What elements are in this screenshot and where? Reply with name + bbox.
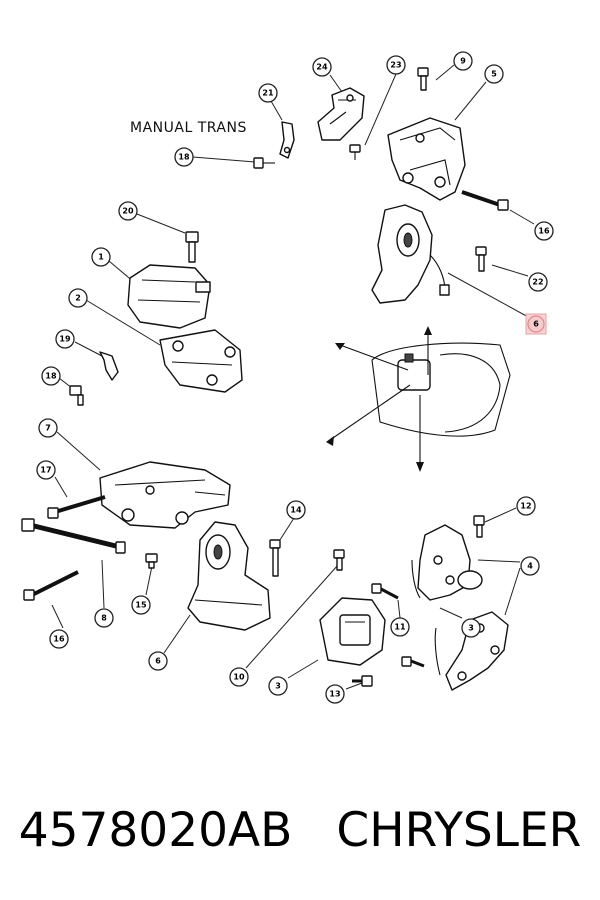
svg-text:16: 16 xyxy=(538,227,550,236)
callout-6-highlighted: 6 xyxy=(525,313,547,335)
svg-text:20: 20 xyxy=(122,207,134,216)
callout-23: 23 xyxy=(386,55,406,75)
svg-text:3: 3 xyxy=(275,682,281,691)
bracket-4-upper xyxy=(411,524,483,601)
bolt-15 xyxy=(145,553,158,569)
callout-24: 24 xyxy=(312,57,332,77)
bracket-7 xyxy=(99,461,231,529)
callout-19: 19 xyxy=(55,329,75,349)
brand-name: CHRYSLER xyxy=(336,802,582,858)
svg-text:18: 18 xyxy=(45,372,57,381)
callout-18-upper: 18 xyxy=(174,147,194,167)
bracket-2 xyxy=(159,329,243,393)
callout-1: 1 xyxy=(91,247,111,267)
callout-16-lower: 16 xyxy=(49,629,69,649)
bolt-22 xyxy=(475,246,487,272)
callout-20: 20 xyxy=(118,201,138,221)
bolt-9 xyxy=(417,67,429,91)
svg-text:21: 21 xyxy=(262,89,274,98)
clip-19 xyxy=(99,351,119,381)
callout-7: 7 xyxy=(38,418,58,438)
clip-21 xyxy=(279,121,295,159)
callout-17: 17 xyxy=(36,460,56,480)
bracket-4-lower xyxy=(434,611,509,691)
svg-text:1: 1 xyxy=(98,253,104,262)
mount-1 xyxy=(127,264,211,329)
callout-16-upper: 16 xyxy=(534,221,554,241)
engine-outline xyxy=(326,326,511,472)
callout-13: 13 xyxy=(325,684,345,704)
svg-text:4: 4 xyxy=(527,562,533,571)
bracket-24 xyxy=(317,87,365,141)
mount-3-lower xyxy=(319,597,386,666)
svg-text:15: 15 xyxy=(135,601,147,610)
callout-6-lower: 6 xyxy=(148,651,168,671)
bolt-16-upper xyxy=(461,190,509,211)
callout-14: 14 xyxy=(286,500,306,520)
callout-2: 2 xyxy=(68,288,88,308)
bolt-8 xyxy=(21,518,126,554)
bolt-16-lower xyxy=(23,570,79,601)
svg-text:18: 18 xyxy=(178,153,190,162)
svg-text:6: 6 xyxy=(533,320,539,329)
callout-5: 5 xyxy=(484,64,504,84)
callout-4: 4 xyxy=(520,556,540,576)
svg-text:10: 10 xyxy=(233,673,245,682)
svg-text:19: 19 xyxy=(59,335,71,344)
manual-trans-label: MANUAL TRANS xyxy=(130,120,247,136)
mount-6-lower xyxy=(187,521,271,631)
part-footer: 4578020AB CHRYSLER xyxy=(0,790,600,870)
svg-text:12: 12 xyxy=(520,502,531,511)
bolt-11 xyxy=(371,583,425,668)
bracket-5 xyxy=(387,117,466,201)
svg-text:2: 2 xyxy=(75,294,81,303)
svg-text:5: 5 xyxy=(491,70,497,79)
svg-text:24: 24 xyxy=(316,63,328,72)
bolt-12 xyxy=(473,515,485,538)
callout-22: 22 xyxy=(528,272,548,292)
callout-21: 21 xyxy=(258,83,278,103)
bolt-18-upper xyxy=(253,157,275,169)
parts-diagram: MANUAL TRANS xyxy=(21,51,554,704)
mount-6-upper xyxy=(371,204,450,304)
svg-text:7: 7 xyxy=(45,424,51,433)
callout-3-right: 3 xyxy=(461,618,481,638)
callout-10: 10 xyxy=(229,667,249,687)
svg-text:22: 22 xyxy=(532,278,543,287)
callout-11: 11 xyxy=(390,617,410,637)
svg-text:11: 11 xyxy=(394,623,406,632)
svg-text:16: 16 xyxy=(53,635,65,644)
callout-8: 8 xyxy=(94,608,114,628)
bolt-13 xyxy=(352,675,373,687)
bolt-17 xyxy=(47,495,106,519)
callout-15: 15 xyxy=(131,595,151,615)
bolt-20 xyxy=(185,231,199,263)
svg-text:3: 3 xyxy=(468,624,474,633)
bolt-23 xyxy=(349,144,361,160)
svg-text:8: 8 xyxy=(101,614,107,623)
svg-text:17: 17 xyxy=(40,466,51,475)
callout-9: 9 xyxy=(453,51,473,71)
svg-text:14: 14 xyxy=(290,506,302,515)
part-number: 4578020AB xyxy=(18,802,293,858)
callout-3-left: 3 xyxy=(268,676,288,696)
svg-text:6: 6 xyxy=(155,657,161,666)
svg-text:23: 23 xyxy=(390,61,401,70)
bolt-14 xyxy=(269,539,281,577)
callout-12: 12 xyxy=(516,496,536,516)
bolt-18-lower xyxy=(69,385,84,406)
callout-18-lower: 18 xyxy=(41,366,61,386)
bolt-10 xyxy=(333,549,345,571)
svg-text:13: 13 xyxy=(329,690,340,699)
svg-text:9: 9 xyxy=(460,57,466,66)
